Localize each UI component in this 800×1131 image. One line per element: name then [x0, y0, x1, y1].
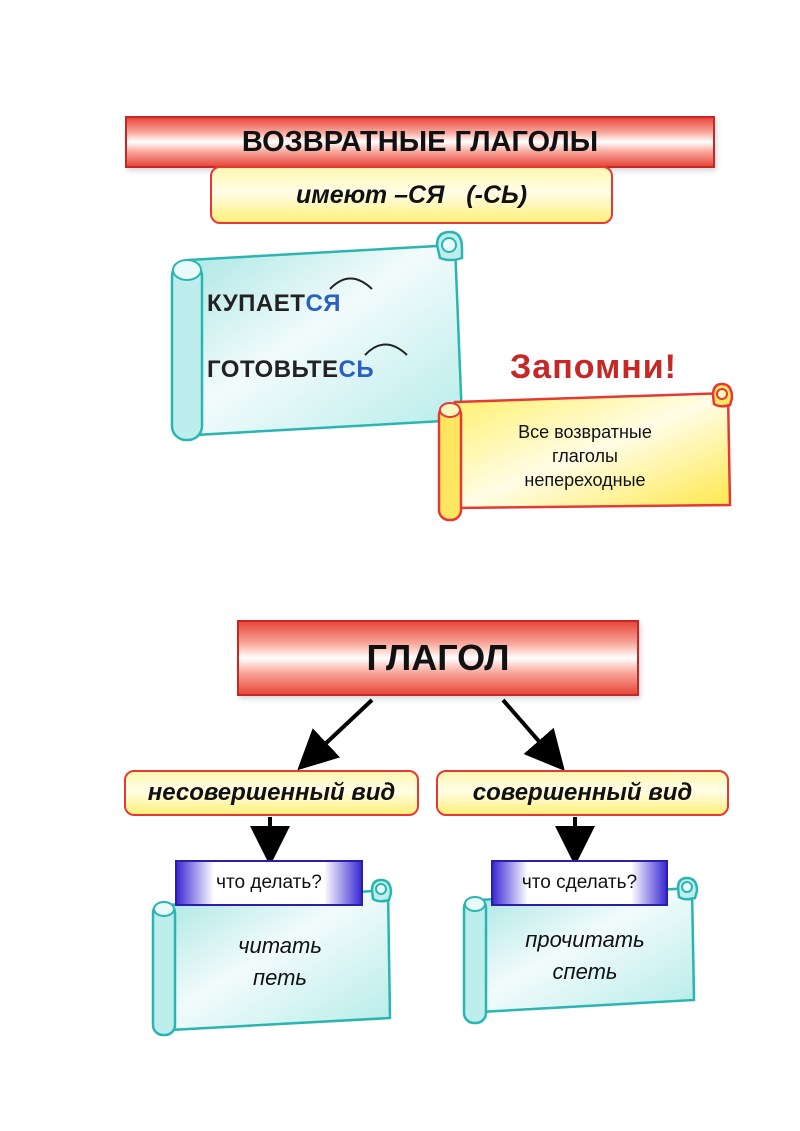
verb-title-banner: ГЛАГОЛ	[237, 620, 639, 696]
example-verb: петь	[253, 965, 307, 990]
example-word-kupaetsya: КУПАЕТСЯ	[207, 290, 341, 318]
arrow-right-branch	[501, 698, 565, 772]
example-suffix: СЬ	[338, 356, 375, 383]
suffix-arc-icon	[329, 277, 373, 290]
perfective-question-box: что сделать?	[491, 860, 668, 906]
reflexive-title-banner: ВОЗВРАТНЫЕ ГЛАГОЛЫ	[125, 116, 715, 168]
example-verb: читать	[238, 933, 322, 958]
example-verb: спеть	[552, 959, 618, 984]
example-stem: ГОТОВЬТЕ	[207, 356, 339, 383]
example-word-gotovtes: ГОТОВЬТЕСЬ	[207, 356, 374, 384]
suffix-arc-icon	[364, 343, 408, 356]
suffix-rule-s: (-СЬ)	[466, 180, 528, 209]
remember-line: глаголы	[552, 446, 618, 466]
reflexive-title: ВОЗВРАТНЫЕ ГЛАГОЛЫ	[241, 125, 599, 158]
remember-heading: Запомни!	[510, 348, 677, 386]
remember-scroll	[437, 382, 734, 522]
perfective-aspect-label: совершенный вид	[472, 779, 693, 806]
imperfective-question: что делать?	[216, 872, 322, 893]
remember-line: непереходные	[524, 470, 646, 490]
examples-scroll	[170, 230, 464, 442]
suffix-rule-sya: СЯ	[408, 180, 445, 209]
example-suffix: СЯ	[305, 290, 342, 317]
imperfective-examples: читать петь	[180, 930, 380, 994]
example-stem: КУПАЕТ	[207, 290, 306, 317]
imperfective-question-box: что делать?	[175, 860, 363, 906]
suffix-rule-box: имеют –СЯ (-СЬ)	[210, 166, 613, 224]
perfective-examples: прочитать спеть	[485, 924, 685, 988]
verb-title: ГЛАГОЛ	[366, 637, 510, 678]
arrow-left-branch	[297, 698, 374, 771]
remember-text: Все возвратные глаголы непереходные	[470, 420, 700, 492]
suffix-rule-prefix: имеют –	[295, 180, 409, 209]
remember-line: Все возвратные	[518, 422, 652, 442]
imperfective-aspect-box: несовершенный вид	[124, 770, 419, 816]
example-verb: прочитать	[525, 927, 645, 952]
imperfective-aspect-label: несовершенный вид	[147, 779, 396, 806]
perfective-aspect-box: совершенный вид	[436, 770, 729, 816]
perfective-question: что сделать?	[521, 872, 638, 893]
